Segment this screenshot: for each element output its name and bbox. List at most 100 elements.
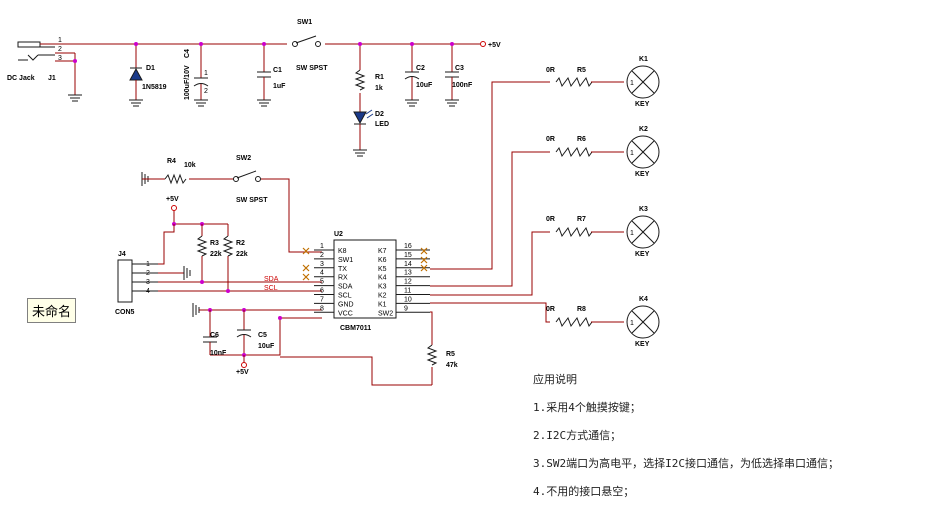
svg-text:R2: R2: [236, 240, 245, 247]
svg-text:1: 1: [58, 37, 62, 44]
ic-pin-name: SDA: [338, 284, 353, 291]
touch-key-k3: 1 K3 KEY: [626, 206, 660, 258]
svg-text:1uF: 1uF: [273, 83, 286, 90]
capacitor-c4: C4 100uF/10V 1 2: [184, 42, 209, 107]
svg-text:C6: C6: [210, 332, 219, 339]
svg-text:C3: C3: [455, 65, 464, 72]
tooltip-label: 未命名: [27, 298, 77, 323]
ground-symbol: [192, 303, 200, 317]
application-notes: 应用说明 1.采用4个触摸按键； 2.I2C方式通信； 3.SW2端口为高电平，…: [533, 366, 839, 506]
ic-pin-number: 6: [320, 288, 324, 295]
j1-label: J1: [48, 75, 56, 82]
svg-text:1: 1: [630, 320, 634, 327]
svg-text:D1: D1: [146, 65, 155, 72]
svg-text:KEY: KEY: [635, 251, 650, 258]
svg-text:1N5819: 1N5819: [142, 84, 167, 91]
note-item: 4.不用的接口悬空；: [533, 485, 635, 498]
svg-text:22k: 22k: [236, 251, 248, 258]
ic-pin-number: 16: [404, 243, 412, 250]
ic-pin-number: 13: [404, 270, 412, 277]
svg-text:1: 1: [204, 70, 208, 77]
touch-key-k2: 1 K2 KEY: [626, 126, 660, 178]
resistor-r3: R3 22k: [196, 224, 222, 282]
resistor-r6: 0R R6: [546, 136, 624, 158]
ic-pin-number: 11: [404, 288, 411, 295]
svg-text:R7: R7: [577, 216, 586, 223]
ic-pin-number: 12: [404, 279, 412, 286]
ic-pin-name: SW2: [378, 310, 393, 317]
svg-text:10uF: 10uF: [416, 82, 433, 89]
svg-text:U2: U2: [334, 231, 343, 238]
ic-pin-name: K1: [378, 301, 387, 308]
svg-text:SW1: SW1: [297, 19, 312, 26]
diode-d1: D1 1N5819: [129, 42, 167, 107]
svg-text:10k: 10k: [184, 162, 196, 169]
capacitor-c6: C6 10nF: [203, 310, 227, 357]
touch-key-k4: 1 K4 KEY: [626, 296, 660, 348]
resistor-r5-47k: R5 47k: [280, 344, 458, 386]
ic-pin-number: 8: [320, 305, 324, 312]
ic-pin-name: GND: [338, 301, 354, 308]
svg-text:SW2: SW2: [236, 155, 251, 162]
resistor-r1: R1 1k: [354, 42, 384, 112]
svg-text:1k: 1k: [375, 85, 383, 92]
svg-text:CON5: CON5: [115, 309, 135, 316]
ic-pin-name: RX: [338, 275, 348, 282]
svg-text:100nF: 100nF: [452, 82, 473, 89]
note-item: 3.SW2端口为高电平，选择I2C接口通信，为低选择串口通信；: [533, 457, 839, 470]
ic-pin-name: K6: [378, 257, 387, 264]
ic-pin-name: SW1: [338, 257, 353, 264]
nc-marks: [302, 247, 428, 281]
connector-j4: J4 CON5 1 2 3 4: [115, 251, 150, 316]
svg-text:3: 3: [58, 55, 62, 62]
ic-pin-number: 5: [320, 279, 324, 286]
svg-text:SW SPST: SW SPST: [236, 197, 268, 204]
ic-pin-name: K5: [378, 266, 387, 273]
svg-text:0R: 0R: [546, 136, 555, 143]
ground-symbol: [183, 266, 191, 280]
ic-pin-name: SCL: [338, 293, 352, 300]
capacitor-c1: C1 1uF: [257, 42, 286, 107]
svg-text:10uF: 10uF: [258, 343, 275, 350]
ic-pin-name: TX: [338, 266, 347, 273]
svg-text:C4: C4: [184, 49, 191, 58]
dc-jack-label: DC Jack: [7, 75, 35, 82]
dc-jack-j1: DC Jack J1 1 2 3: [7, 37, 62, 82]
ic-pin-number: 15: [404, 252, 412, 259]
svg-text:R3: R3: [210, 240, 219, 247]
switch-sw1: SW1 SW SPST: [287, 19, 328, 72]
note-item: 2.I2C方式通信；: [533, 429, 622, 442]
svg-text:R4: R4: [167, 158, 176, 165]
svg-text:CBM7011: CBM7011: [340, 325, 371, 332]
svg-text:0R: 0R: [546, 67, 555, 74]
svg-text:100uF/10V: 100uF/10V: [184, 65, 191, 100]
scl-net-label: SCL: [264, 285, 278, 292]
svg-text:C1: C1: [273, 67, 282, 74]
svg-text:R6: R6: [577, 136, 586, 143]
resistor-r7: 0R R7: [546, 216, 624, 238]
capacitor-c5: C5 10uF: [236, 310, 275, 357]
svg-text:2: 2: [204, 88, 208, 95]
ic-pin-name: K3: [378, 284, 387, 291]
switch-sw2: SW2 SW SPST: [233, 155, 268, 204]
svg-text:47k: 47k: [446, 362, 458, 369]
ic-pin-name: K7: [378, 248, 387, 255]
note-item: 1.采用4个触摸按键；: [533, 401, 641, 414]
capacitor-c2: C2 10uF: [404, 42, 433, 107]
ic-pin-name: VCC: [338, 310, 353, 317]
svg-text:1: 1: [630, 230, 634, 237]
resistor-r5-0r: 0R R5: [546, 67, 624, 88]
svg-text:D2: D2: [375, 111, 384, 118]
svg-text:K4: K4: [639, 296, 648, 303]
svg-text:C2: C2: [416, 65, 425, 72]
svg-text:R5: R5: [446, 351, 455, 358]
ic-pin-number: 4: [320, 270, 324, 277]
svg-text:22k: 22k: [210, 251, 222, 258]
resistor-r4: R4 10k: [141, 158, 234, 186]
ic-pin-number: 9: [404, 305, 408, 312]
sda-net-label: SDA: [264, 276, 279, 283]
svg-text:1: 1: [630, 80, 634, 87]
ic-pin-name: K8: [338, 248, 347, 255]
svg-text:K2: K2: [639, 126, 648, 133]
